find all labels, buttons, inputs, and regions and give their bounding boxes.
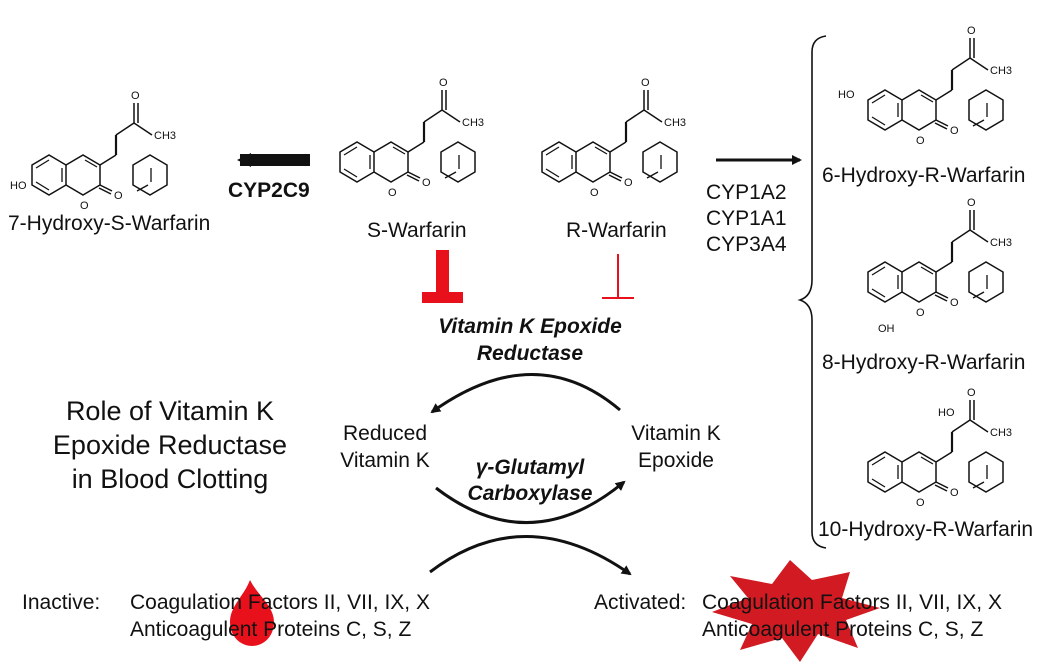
inactive-factors-line1: Coagulation Factors II, VII, IX, X bbox=[130, 591, 430, 614]
ggcx-cycle-arrow bbox=[435, 480, 626, 525]
atom-o: O bbox=[439, 77, 448, 89]
atom-ch3: CH3 bbox=[664, 117, 686, 129]
atom-o: O bbox=[950, 297, 959, 309]
atom-o: O bbox=[916, 135, 925, 147]
atom-o: O bbox=[967, 25, 976, 37]
atom-o: O bbox=[967, 197, 976, 209]
label-cyp1a1: CYP1A1 bbox=[706, 207, 787, 230]
atom-o: O bbox=[114, 190, 123, 202]
inactive-factors-line2: Anticoagulent Proteins C, S, Z bbox=[130, 618, 412, 641]
atom-o: O bbox=[422, 177, 431, 189]
atom-o: O bbox=[641, 77, 650, 89]
label-activated: Activated: bbox=[594, 591, 687, 614]
activation-arrow bbox=[429, 535, 632, 576]
hydroxy10-r-warfarin-structure: HO O O O CH3 bbox=[866, 387, 1012, 509]
activated-factors-line2: Anticoagulent Proteins C, S, Z bbox=[702, 618, 984, 641]
atom-ch3: CH3 bbox=[990, 65, 1012, 77]
label-ggcx-line1: γ-Glutamyl bbox=[475, 456, 585, 479]
hydroxy8-r-warfarin-structure: OH O O O CH3 bbox=[866, 197, 1012, 335]
atom-oh: OH bbox=[878, 323, 895, 335]
label-cyp1a2: CYP1A2 bbox=[706, 181, 787, 204]
atom-ho: HO bbox=[938, 407, 955, 419]
atom-o: O bbox=[131, 90, 140, 102]
atom-o: O bbox=[950, 487, 959, 499]
activated-factors-line1: Coagulation Factors II, VII, IX, X bbox=[702, 591, 1002, 614]
hydroxy6-r-warfarin-structure: HO O O O CH3 bbox=[838, 25, 1012, 147]
label-epoxide-line1: Vitamin K bbox=[631, 422, 721, 445]
label-r-warfarin: R-Warfarin bbox=[566, 219, 667, 242]
title-line2: Epoxide Reductase bbox=[52, 430, 288, 460]
clotting-burst-icon bbox=[712, 560, 880, 662]
label-epoxide-line2: Epoxide bbox=[638, 449, 714, 472]
atom-o: O bbox=[590, 187, 599, 199]
atom-o: O bbox=[950, 125, 959, 137]
r-warfarin-inhibition bbox=[602, 254, 634, 299]
atom-o: O bbox=[388, 187, 397, 199]
label-cyp2c9: CYP2C9 bbox=[228, 179, 310, 202]
label-s-warfarin: S-Warfarin bbox=[367, 219, 467, 242]
atom-o: O bbox=[80, 200, 89, 212]
r-warfarin-structure: O O O CH3 bbox=[540, 77, 686, 199]
atom-ho: HO bbox=[10, 180, 27, 192]
vkor-cycle-arrow bbox=[430, 373, 621, 414]
atom-ch3: CH3 bbox=[462, 117, 484, 129]
s-warfarin-structure: O O O CH3 bbox=[338, 77, 484, 199]
title-line1: Role of Vitamin K bbox=[65, 396, 275, 426]
label-vkor-line1: Vitamin K Epoxide bbox=[438, 315, 622, 338]
atom-o: O bbox=[916, 497, 925, 509]
atom-ch3: CH3 bbox=[154, 130, 176, 142]
atom-o: O bbox=[916, 307, 925, 319]
label-10-hydroxy-r-warfarin: 10-Hydroxy-R-Warfarin bbox=[818, 518, 1034, 541]
s-warfarin-inhibition bbox=[422, 250, 463, 303]
label-6-hydroxy-r-warfarin: 6-Hydroxy-R-Warfarin bbox=[822, 164, 1026, 187]
atom-o: O bbox=[624, 177, 633, 189]
label-inactive: Inactive: bbox=[22, 591, 101, 614]
atom-o: O bbox=[967, 387, 976, 399]
label-vkor-line2: Reductase bbox=[476, 342, 584, 365]
atom-ch3: CH3 bbox=[990, 237, 1012, 249]
label-7-hydroxy-s-warfarin: 7-Hydroxy-S-Warfarin bbox=[8, 212, 211, 235]
atom-ch3: CH3 bbox=[990, 427, 1012, 439]
label-ggcx-line2: Carboxylase bbox=[467, 482, 593, 505]
label-reduced-line2: Vitamin K bbox=[340, 449, 430, 472]
hydroxy7-s-warfarin-structure: HO O O O CH3 bbox=[10, 90, 176, 212]
blood-drop-icon bbox=[230, 580, 274, 646]
title-line3: in Blood Clotting bbox=[71, 464, 269, 494]
label-8-hydroxy-r-warfarin: 8-Hydroxy-R-Warfarin bbox=[822, 351, 1026, 374]
label-cyp3a4: CYP3A4 bbox=[706, 233, 787, 256]
atom-ho: HO bbox=[838, 89, 855, 101]
label-reduced-line1: Reduced bbox=[342, 422, 428, 445]
metabolite-bracket bbox=[797, 35, 827, 549]
